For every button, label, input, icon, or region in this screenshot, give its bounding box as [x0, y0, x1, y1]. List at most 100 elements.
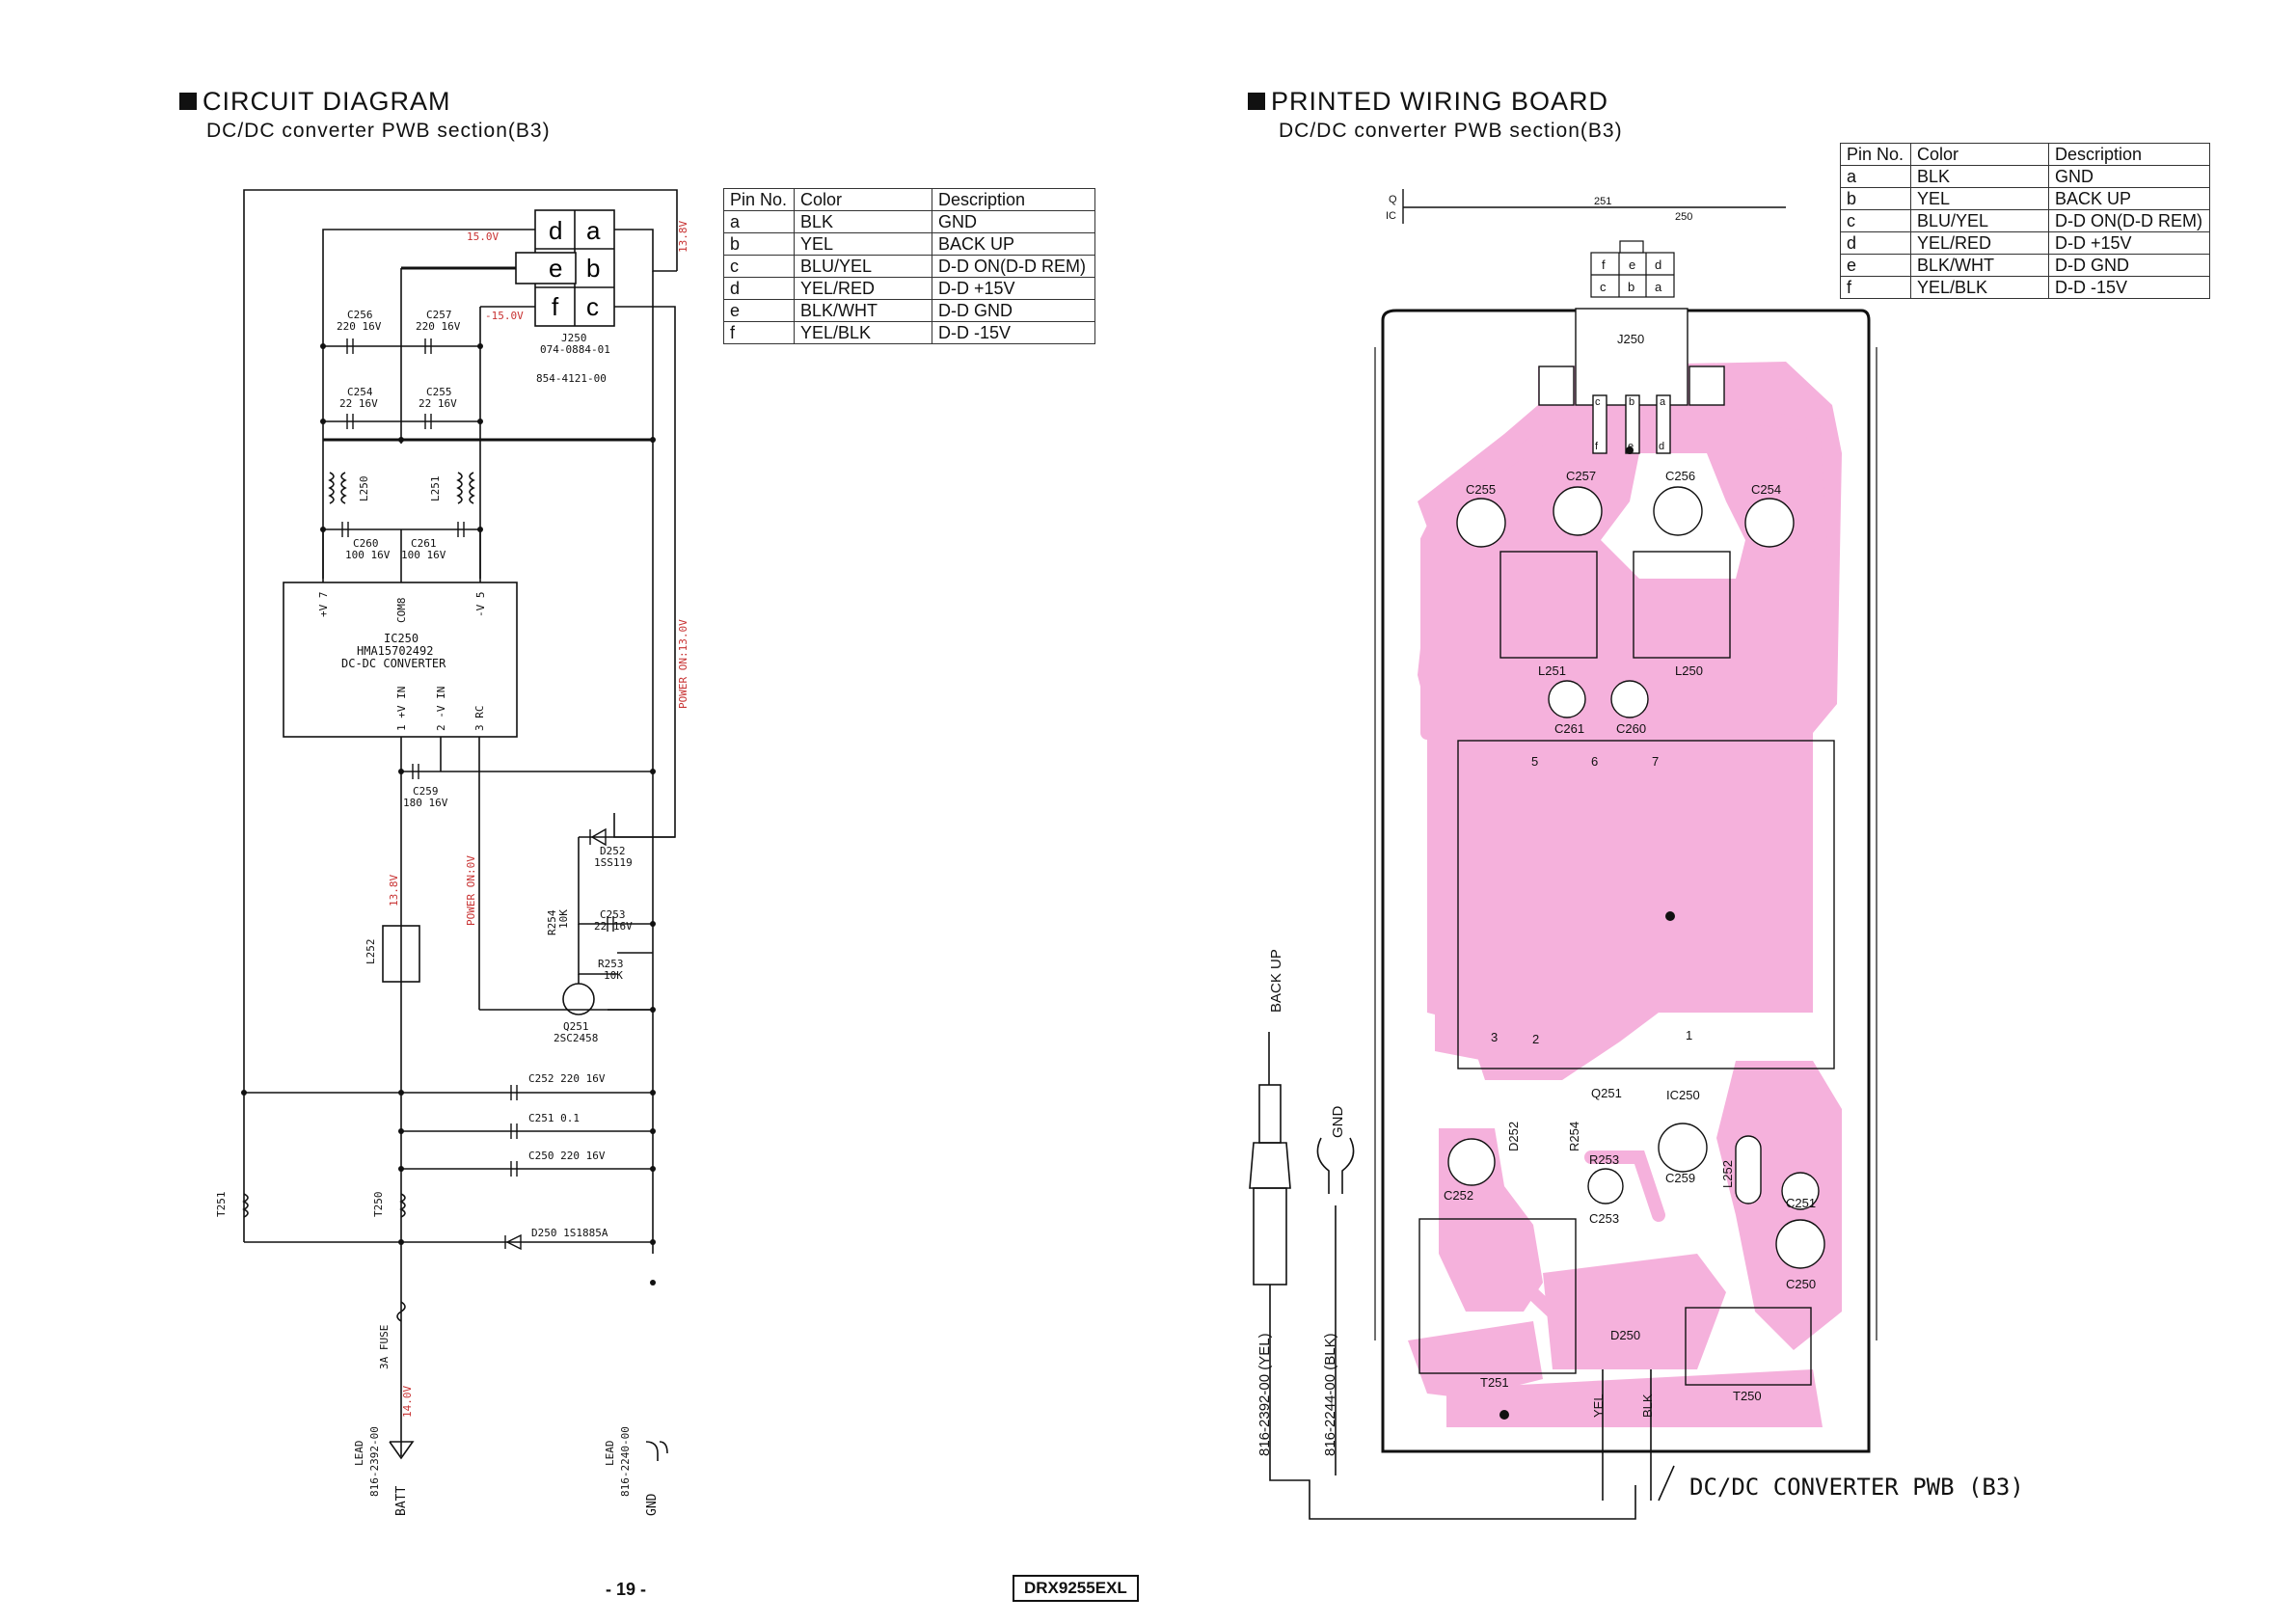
pwb-label-c252: C252 — [1444, 1188, 1473, 1203]
table-header: Pin No. — [723, 188, 795, 211]
pwb-label-ic: IC — [1386, 210, 1396, 222]
pwb-label-pin7: 7 — [1652, 754, 1659, 769]
table-header: Description — [2048, 143, 2210, 166]
lead-wire-blk: 816-2244-00 (BLK) — [1322, 1333, 1338, 1456]
pwb-pad-e: e — [1628, 441, 1634, 452]
pwb-label-l250: L250 — [1675, 663, 1703, 678]
pwb-label-pin2: 2 — [1532, 1032, 1539, 1046]
table-cell: BACK UP — [932, 232, 1095, 256]
label-c251: C251 0.1 — [528, 1112, 580, 1124]
voltage-power-on-0v: POWER ON:0V — [465, 855, 477, 926]
table-cell: YEL — [1910, 187, 2049, 210]
conn-key-c: c — [1600, 280, 1607, 294]
table-cell: D-D -15V — [2048, 276, 2210, 299]
table-cell: BLK/WHT — [1910, 254, 2049, 277]
table-cell: BACK UP — [2048, 187, 2210, 210]
label-c256-value: 220 16V — [337, 320, 382, 333]
label-l251: L251 — [429, 476, 442, 502]
voltage-15v: 15.0V — [467, 230, 499, 243]
label-c261-value: 100 16V — [401, 549, 446, 561]
label-j250: J250 — [561, 332, 587, 344]
label-r253-value: 10K — [604, 969, 623, 982]
label-c260: C260 — [353, 537, 379, 550]
label-t251: T251 — [215, 1192, 228, 1218]
table-cell: D-D +15V — [932, 277, 1095, 300]
label-c253-value: 22 16V — [594, 920, 633, 933]
pwb-label-q251: Q251 — [1591, 1086, 1622, 1100]
pwb-subtitle: DC/DC converter PWB section(B3) — [1279, 120, 1623, 142]
label-d252-part: 1SS119 — [594, 856, 633, 869]
voltage-14v: 14.0V — [401, 1386, 414, 1418]
circuit-diagram-subtitle: DC/DC converter PWB section(B3) — [206, 120, 551, 142]
label-pin-3: 3 RC — [473, 706, 486, 732]
model-number: DRX9255EXL — [1013, 1575, 1139, 1602]
pwb-pad-d: d — [1659, 441, 1664, 452]
lead-label-backup: BACK UP — [1268, 949, 1284, 1013]
table-cell: BLK — [794, 210, 932, 233]
table-header: Color — [1910, 143, 2049, 166]
board-name-label: DC/DC CONVERTER PWB (B3) — [1689, 1474, 2024, 1501]
table-cell: GND — [2048, 165, 2210, 188]
connector-pin-c: c — [586, 292, 599, 321]
conn-key-a: a — [1655, 280, 1662, 294]
pwb-pad-a: a — [1660, 396, 1666, 408]
label-t250: T250 — [372, 1192, 385, 1218]
pwb-label-blk: BLK — [1640, 1394, 1655, 1418]
table-cell: D-D GND — [932, 299, 1095, 322]
label-gnd: GND — [645, 1493, 660, 1516]
circuit-diagram-title: CIRCUIT DIAGRAM — [179, 87, 451, 117]
label-lead-gnd-part: 816-2240-00 — [619, 1426, 632, 1497]
table-cell: BLU/YEL — [1910, 209, 2049, 232]
pwb-label-t251: T251 — [1480, 1375, 1509, 1390]
table-cell: GND — [932, 210, 1095, 233]
conn-key-d: d — [1655, 257, 1661, 272]
pwb-pad-b: b — [1629, 396, 1634, 408]
pwb-label-c255: C255 — [1466, 482, 1496, 497]
connector-pin-a: a — [586, 216, 601, 245]
pwb-label-c250: C250 — [1786, 1277, 1816, 1291]
square-bullet-icon — [179, 93, 197, 110]
label-ic250-desc: DC-DC CONVERTER — [341, 657, 446, 670]
label-l252: L252 — [365, 939, 377, 965]
pwb-label-r253: R253 — [1589, 1152, 1619, 1167]
conn-key-b: b — [1628, 280, 1634, 294]
pwb-label-pin3: 3 — [1491, 1030, 1498, 1044]
label-c252: C252 220 16V — [528, 1072, 606, 1085]
label-r253: R253 — [598, 958, 624, 970]
table-cell: D-D -15V — [932, 321, 1095, 344]
label-ic250-part: HMA15702492 — [357, 644, 433, 658]
page-number: - 19 - — [606, 1580, 647, 1599]
pwb-pad-c: c — [1595, 396, 1601, 408]
table-cell: D-D +15V — [2048, 231, 2210, 255]
voltage-power-on-13v: POWER ON:13.0V — [677, 619, 689, 709]
label-c255: C255 — [426, 386, 452, 398]
pwb-label-r254: R254 — [1567, 1122, 1581, 1151]
label-d252: D252 — [600, 845, 626, 857]
pwb-label-c260: C260 — [1616, 721, 1646, 736]
table-cell: YEL/BLK — [794, 321, 932, 344]
label-c255-value: 22 16V — [419, 397, 457, 410]
label-c250: C250 220 16V — [528, 1150, 606, 1162]
pwb-title-text: PRINTED WIRING BOARD — [1271, 87, 1609, 116]
label-pin-1: 1 +V IN — [395, 687, 408, 731]
label-fuse: 3A FUSE — [378, 1325, 391, 1369]
conn-key-f: f — [1602, 257, 1606, 272]
label-pin-minus-v5: -V 5 — [474, 592, 487, 618]
pwb-label-j250: J250 — [1617, 332, 1644, 346]
voltage-13-8v: 13.8V — [388, 875, 400, 907]
label-pin-plus-v7: +V 7 — [317, 592, 330, 618]
label-c260-value: 100 16V — [345, 549, 391, 561]
label-pin-2: 2 -V IN — [435, 687, 447, 731]
pwb-label-ic250: IC250 — [1666, 1088, 1700, 1102]
connector-pin-f: f — [552, 292, 559, 321]
label-lead-gnd: LEAD — [604, 1441, 616, 1467]
connector-pin-b: b — [586, 254, 600, 283]
